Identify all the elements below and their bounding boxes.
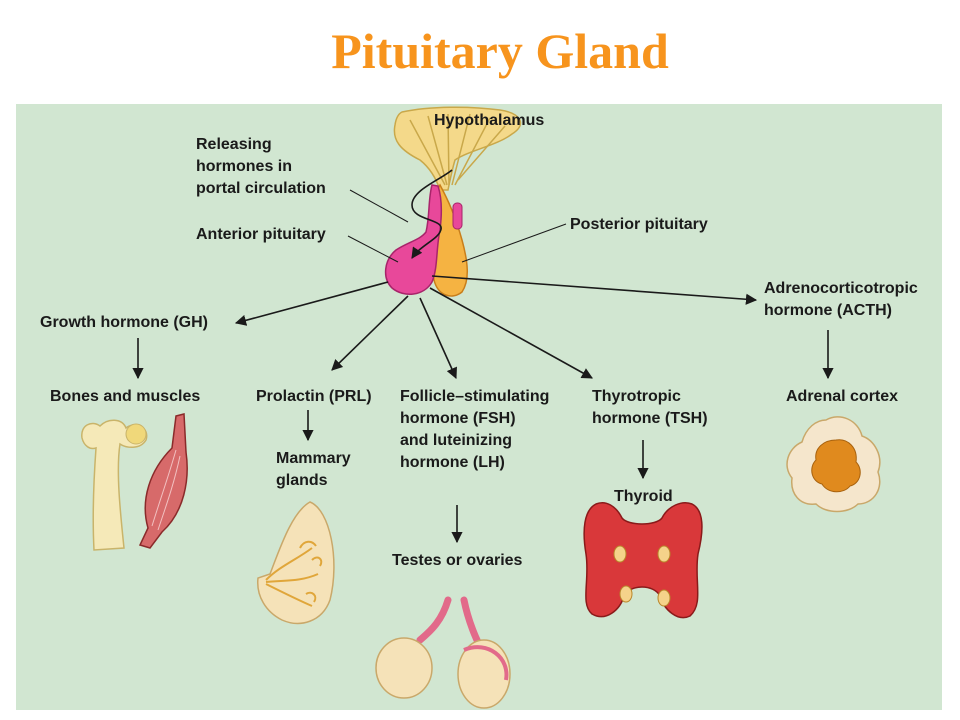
label-releasing-line3: portal circulation (196, 180, 326, 197)
label-anterior-pituitary: Anterior pituitary (196, 226, 326, 243)
label-adrenal-cortex: Adrenal cortex (786, 388, 899, 405)
adrenal-illustration (786, 416, 881, 513)
diagram-panel (16, 104, 942, 710)
pituitary-illustration (384, 169, 468, 297)
pointer-lines (347, 189, 567, 263)
label-posterior-pituitary: Posterior pituitary (570, 216, 708, 233)
label-fsh-line2: hormone (FSH) (400, 410, 516, 427)
label-testes-or-ovaries: Testes or ovaries (392, 552, 523, 569)
label-prolactin: Prolactin (PRL) (256, 388, 372, 405)
muscle-illustration (138, 413, 188, 549)
label-acth-line1: Adrenocorticotropic (764, 280, 918, 297)
label-tsh-line1: Thyrotropic (592, 388, 681, 405)
page-title: Pituitary Gland (331, 23, 669, 79)
label-hypothalamus: Hypothalamus (434, 112, 545, 129)
hypothalamus-illustration (393, 106, 522, 191)
label-thyroid: Thyroid (614, 488, 673, 505)
label-releasing-line1: Releasing (196, 136, 272, 153)
testes-illustration (375, 596, 511, 709)
thyroid-illustration (583, 502, 703, 619)
label-fsh-line3: and luteinizing (400, 432, 512, 449)
label-growth-hormone: Growth hormone (GH) (40, 314, 208, 331)
label-acth-line2: hormone (ACTH) (764, 302, 892, 319)
label-mammary-line2: glands (276, 472, 328, 489)
label-fsh-line4: hormone (LH) (400, 454, 505, 471)
hormone-arrows (132, 275, 834, 544)
bone-illustration (81, 419, 148, 551)
label-mammary-line1: Mammary (276, 450, 351, 467)
label-fsh-line1: Follicle–stimulating (400, 388, 550, 405)
mammary-gland-illustration (257, 501, 335, 625)
label-bones-and-muscles: Bones and muscles (50, 388, 201, 405)
label-releasing-line2: hormones in (196, 158, 293, 175)
label-tsh-line2: hormone (TSH) (592, 410, 708, 427)
